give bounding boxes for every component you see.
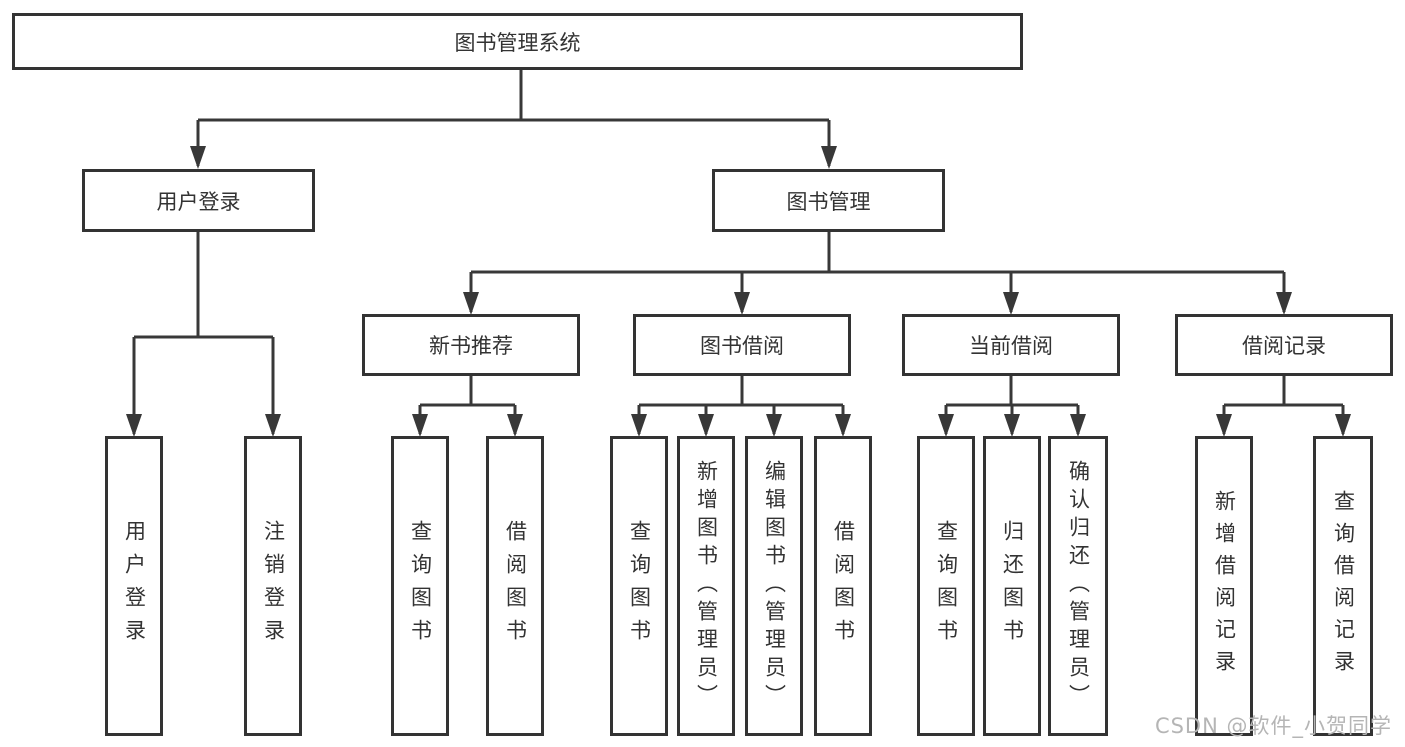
- connector-book-borrow-to-leaves: [637, 376, 845, 434]
- leaf-borrow-books: 借阅图书: [814, 436, 872, 736]
- leaf-recommend-borrow-books: 借阅图书: [486, 436, 544, 736]
- leaf-edit-books-admin: 编辑图书（管理员）: [745, 436, 803, 736]
- leaf-recommend-query-books: 查询图书: [391, 436, 449, 736]
- node-book-borrow: 图书借阅: [633, 314, 851, 376]
- connector-user-login-to-leaves: [132, 232, 275, 434]
- leaf-return-books: 归还图书: [983, 436, 1041, 736]
- connector-new-book-recommend-to-leaves: [418, 376, 517, 434]
- arrowheads: [126, 146, 1351, 437]
- node-book-management: 图书管理: [712, 169, 945, 232]
- leaf-borrow-query-books: 查询图书: [610, 436, 668, 736]
- node-user-login: 用户登录: [82, 169, 315, 232]
- node-root: 图书管理系统: [12, 13, 1023, 70]
- node-borrow-records: 借阅记录: [1175, 314, 1393, 376]
- leaf-user-login: 用户登录: [105, 436, 163, 736]
- leaf-confirm-return-admin: 确认归还（管理员）: [1048, 436, 1108, 736]
- node-current-borrow: 当前借阅: [902, 314, 1120, 376]
- leaf-current-query-books: 查询图书: [917, 436, 975, 736]
- connector-book-management-to-level3: [469, 232, 1286, 312]
- leaf-logout: 注销登录: [244, 436, 302, 736]
- node-new-book-recommend: 新书推荐: [362, 314, 580, 376]
- connector-borrow-records-to-leaves: [1222, 376, 1345, 434]
- connector-root-to-level2: [196, 70, 831, 166]
- leaf-add-borrow-record: 新增借阅记录: [1195, 436, 1253, 736]
- leaf-add-books-admin: 新增图书（管理员）: [677, 436, 735, 736]
- leaf-query-borrow-record: 查询借阅记录: [1313, 436, 1373, 736]
- csdn-watermark: CSDN @软件_小贺同学: [1154, 714, 1392, 738]
